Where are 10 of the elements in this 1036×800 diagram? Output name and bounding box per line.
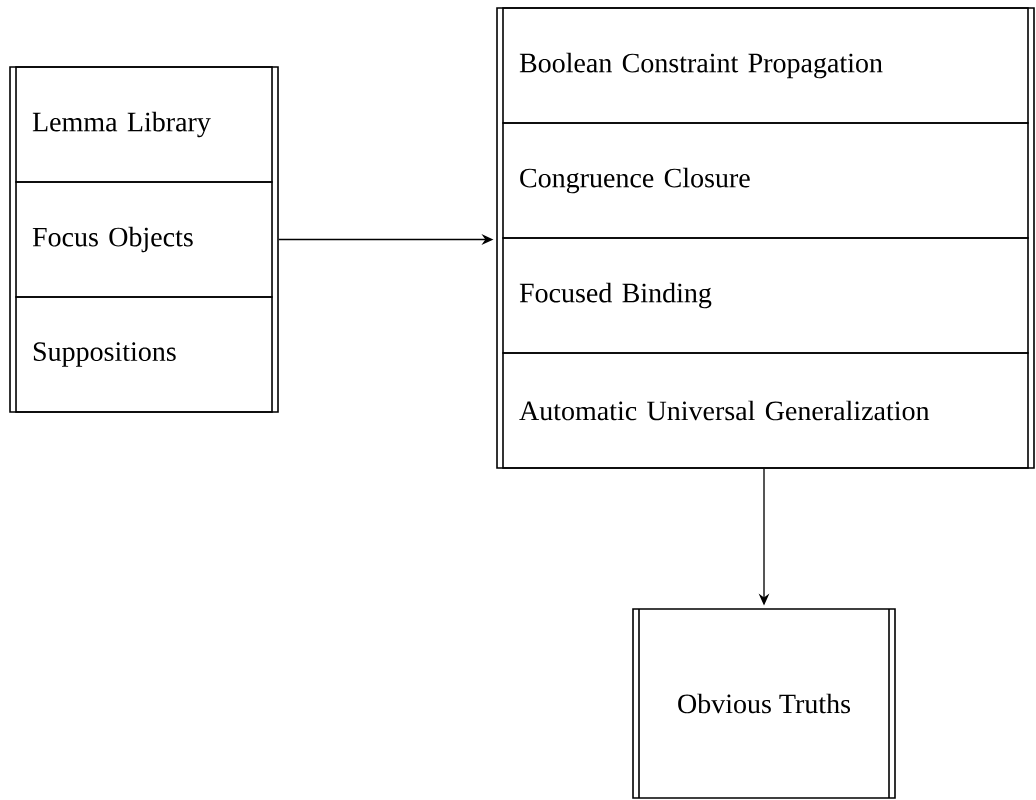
stack-frame — [496, 7, 1035, 469]
stack-row: Focus Objects — [15, 181, 273, 298]
stack-frame — [9, 66, 279, 413]
result-box: Obvious Truths — [632, 608, 896, 799]
stack-row: Suppositions — [15, 296, 273, 413]
stack-row: Automatic Universal Generalization — [502, 352, 1029, 469]
stack-row: Lemma Library — [15, 66, 273, 183]
stack-row: Boolean Constraint Propagation — [502, 7, 1029, 124]
stack-row: Congruence Closure — [502, 122, 1029, 239]
stack-row: Focused Binding — [502, 237, 1029, 354]
